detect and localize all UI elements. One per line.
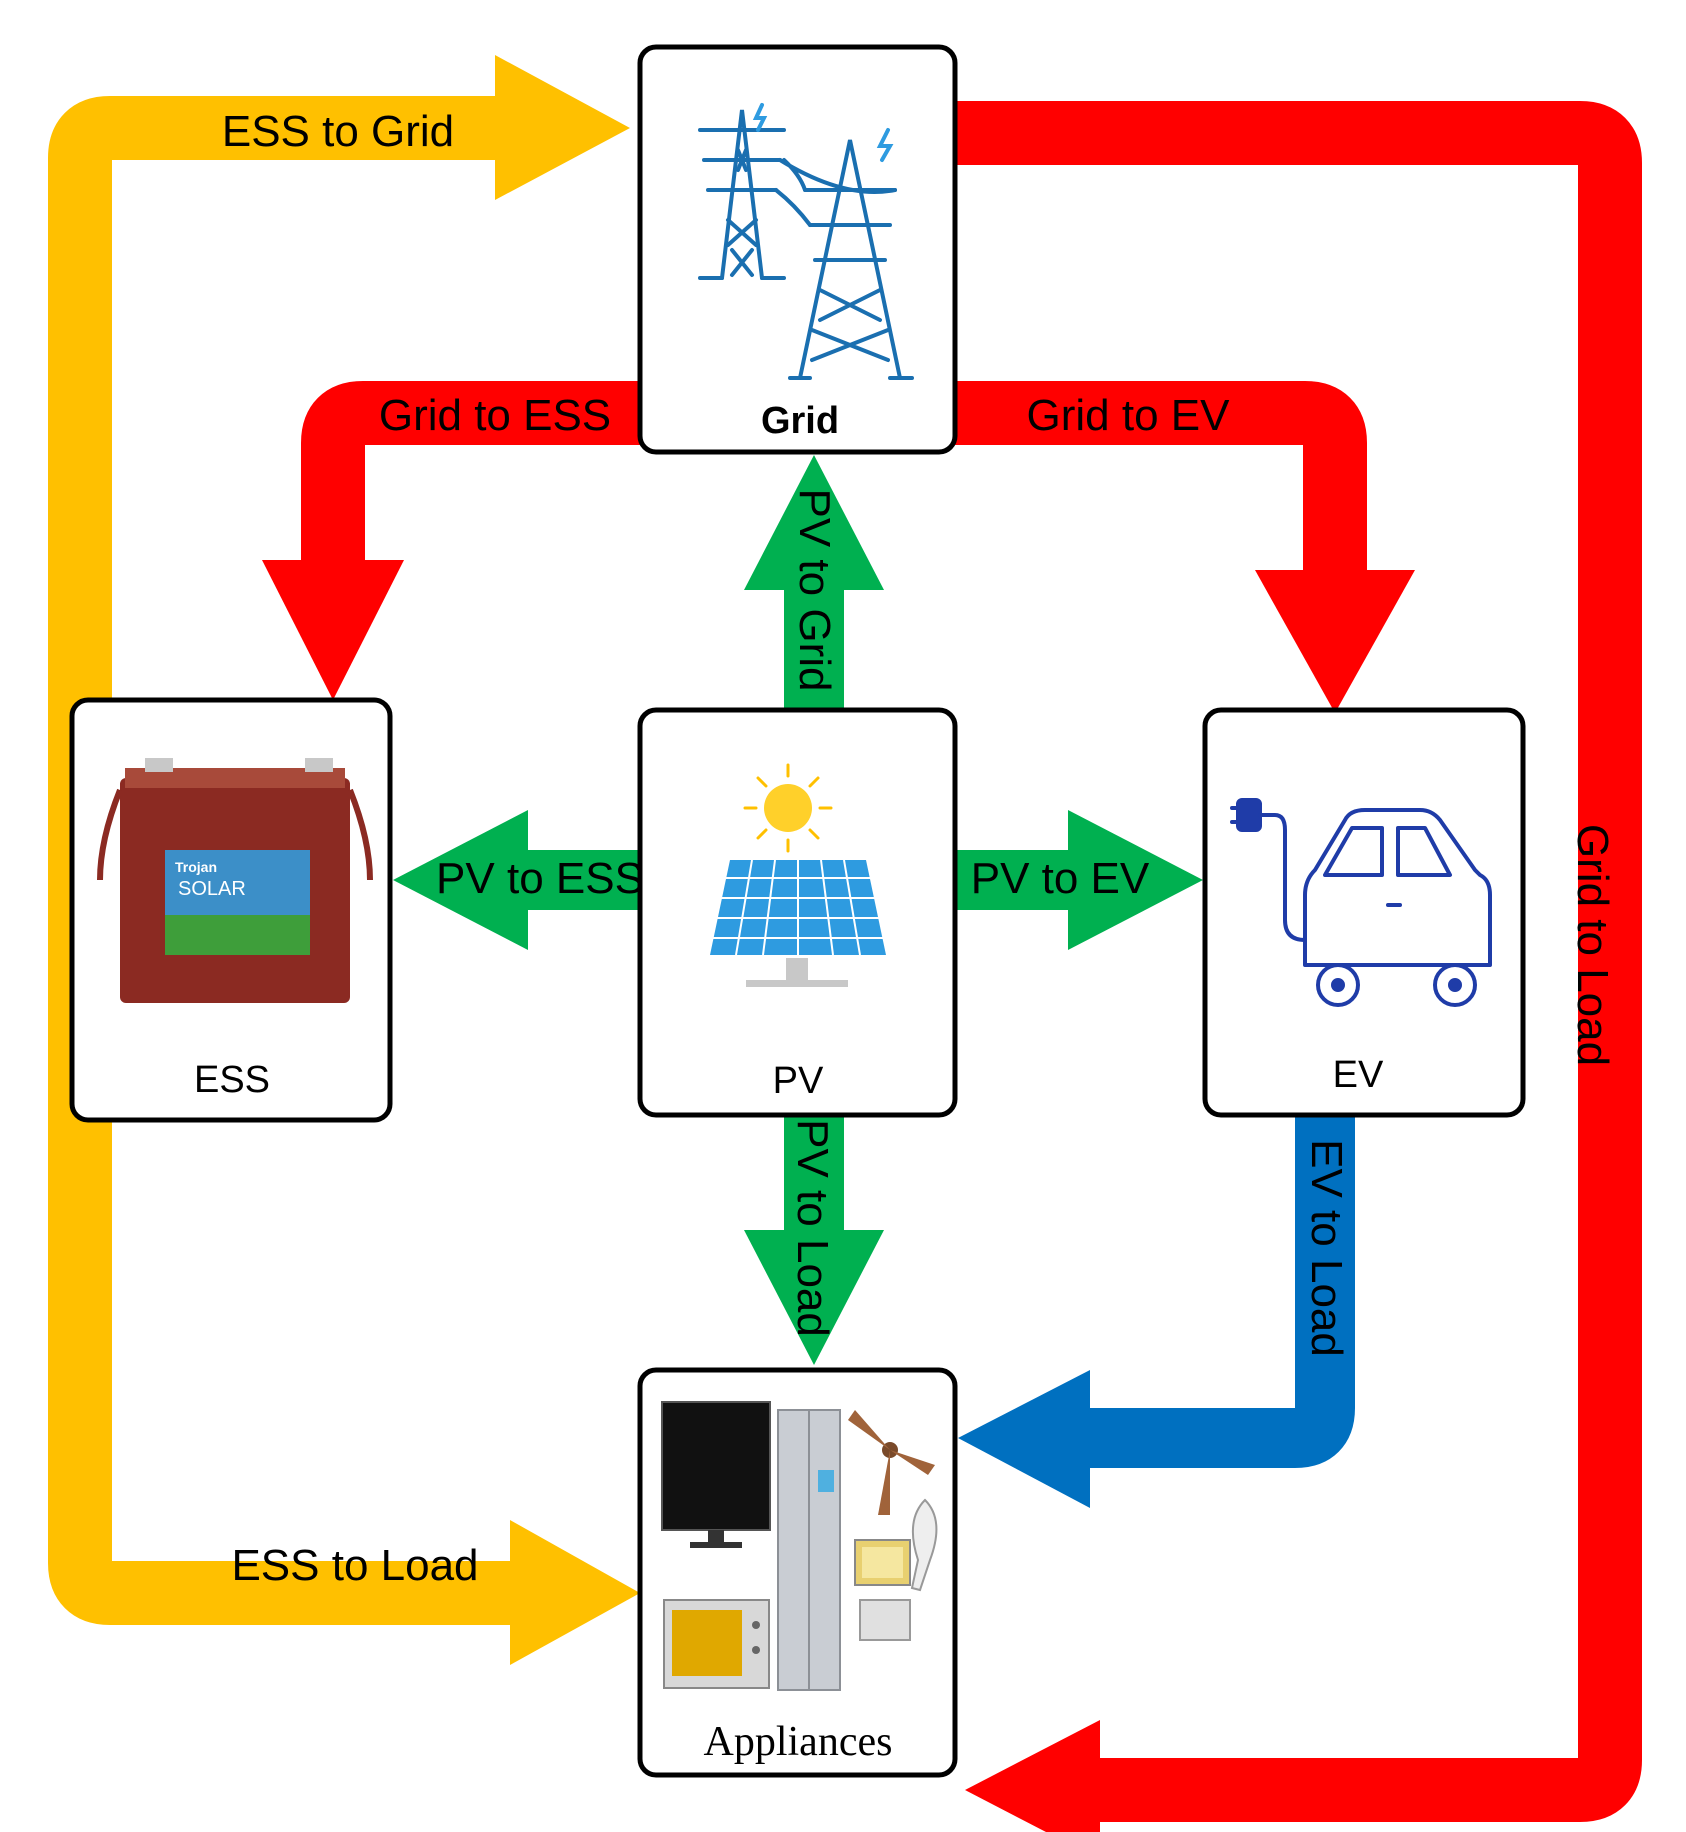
- grid-to-ev-line: [955, 381, 1367, 580]
- ev-to-load-arrowhead: [958, 1370, 1090, 1508]
- pv-to-grid-label: PV to Grid: [790, 489, 839, 692]
- transmission-tower-icon: [698, 103, 914, 380]
- grid-label: Grid: [761, 400, 839, 442]
- ess-to-grid-arrowhead: [495, 55, 630, 200]
- flow-pv-to-grid: [744, 455, 884, 712]
- flow-ev-to-load: [958, 1115, 1355, 1508]
- flow-grid-to-load: [955, 101, 1642, 1832]
- pv-to-load-arrowhead: [744, 1230, 884, 1365]
- solar-panel-icon: [710, 859, 886, 987]
- ev-label: EV: [1333, 1054, 1384, 1096]
- grid-box: [637, 44, 958, 455]
- pv-label: PV: [773, 1060, 824, 1102]
- pv-to-load-label: PV to Load: [788, 1119, 837, 1337]
- grid-to-load-label: Grid to Load: [1568, 824, 1617, 1066]
- appliances-label: Appliances: [704, 1719, 893, 1765]
- ess-to-load-arrowhead: [510, 1520, 640, 1665]
- pv-to-ev-shaft: [955, 850, 1085, 910]
- pv-to-load-shaft: [784, 1115, 844, 1245]
- flow-pv-to-ess: [393, 810, 640, 950]
- grid-to-load-line: [955, 101, 1642, 1822]
- ess-to-grid-label: ESS to Grid: [222, 107, 454, 156]
- grid-to-ess-line: [301, 381, 640, 580]
- grid-to-ess-label: Grid to ESS: [379, 391, 611, 440]
- ceiling-fan-icon: [848, 1410, 935, 1515]
- ev-box: [1202, 707, 1526, 1118]
- ess-node: Trojan SOLAR ESS: [69, 697, 393, 1123]
- pv-to-ess-shaft: [510, 850, 640, 910]
- pv-to-grid-shaft: [784, 570, 844, 712]
- pv-to-grid-arrowhead: [744, 455, 884, 590]
- pv-to-ess-label: PV to ESS: [436, 854, 644, 903]
- flow-pv-to-load: [744, 1115, 884, 1365]
- battery-brand-text: Trojan: [175, 859, 217, 875]
- pv-to-ev-label: PV to EV: [971, 854, 1150, 903]
- pv-node: PV: [637, 707, 958, 1118]
- flow-grid-to-ess: [262, 381, 640, 700]
- grid-to-load-arrowhead: [965, 1720, 1100, 1832]
- pv-to-ess-arrowhead: [393, 810, 528, 950]
- pv-to-ev-arrowhead: [1068, 810, 1203, 950]
- ev-to-load-line: [1070, 1115, 1355, 1468]
- grid-to-ess-arrowhead: [262, 560, 404, 700]
- grid-to-ev-arrowhead: [1255, 570, 1415, 713]
- household-appliances-icon: [661, 1401, 938, 1691]
- battery-icon: Trojan SOLAR: [97, 758, 373, 1003]
- battery-product-text: SOLAR: [178, 878, 246, 900]
- flow-pv-to-ev: [955, 810, 1203, 950]
- ess-to-load-label: ESS to Load: [231, 1541, 478, 1590]
- flow-grid-to-ev: [955, 381, 1415, 713]
- ess-label: ESS: [194, 1059, 270, 1101]
- electric-car-icon: [1230, 798, 1492, 1007]
- appliances-node: Appliances: [637, 1367, 958, 1778]
- ev-node: EV: [1202, 707, 1526, 1118]
- sun-icon: [743, 763, 833, 853]
- ev-to-load-label: EV to Load: [1302, 1139, 1351, 1357]
- grid-to-ev-label: Grid to EV: [1027, 391, 1231, 440]
- grid-node: Grid: [637, 44, 958, 455]
